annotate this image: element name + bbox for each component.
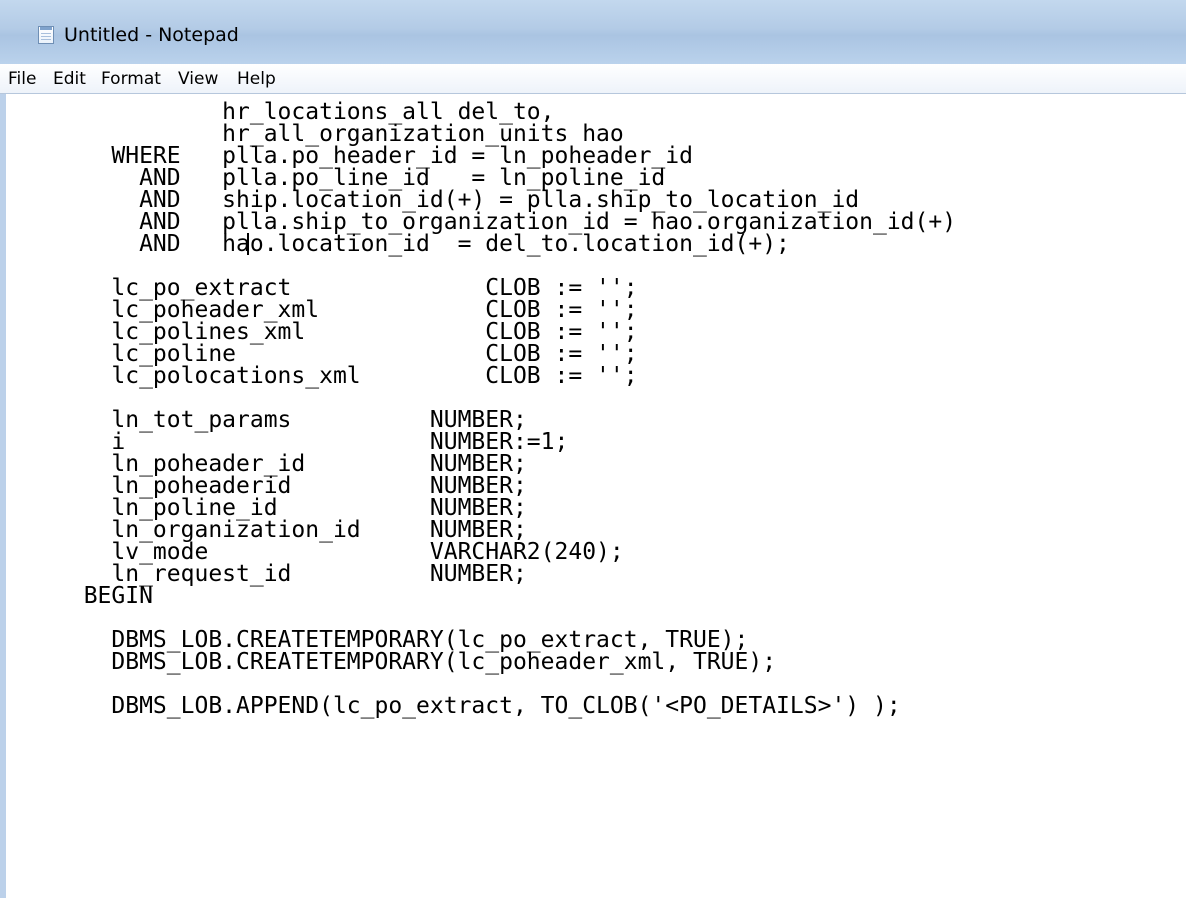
- code-line: lv_mode VARCHAR2(240);: [56, 539, 624, 565]
- code-line: ln_request_id NUMBER;: [56, 561, 527, 587]
- code-line: hr_locations_all del_to,: [56, 99, 555, 125]
- code-line: AND plla.ship_to_organization_id = hao.o…: [56, 209, 957, 235]
- code-line: BEGIN: [56, 583, 153, 609]
- code-line: i NUMBER:=1;: [56, 429, 569, 455]
- code-line: AND ship.location_id(+) = plla.ship_to_l…: [56, 187, 860, 213]
- notepad-icon-line: [41, 39, 51, 40]
- notepad-icon-line: [41, 36, 51, 37]
- menu-format[interactable]: Format: [101, 69, 161, 89]
- code-line: ln_organization_id NUMBER;: [56, 517, 527, 543]
- code-line: AND hao.location_id = del_to.location_id…: [56, 231, 790, 257]
- code-line: lc_poline CLOB := '';: [56, 341, 638, 367]
- code-line: lc_polocations_xml CLOB := '';: [56, 363, 638, 389]
- code-line: ln_poheaderid NUMBER;: [56, 473, 527, 499]
- notepad-icon-line: [41, 33, 51, 34]
- code-line: hr_all_organization_units hao: [56, 121, 624, 147]
- notepad-icon-binding: [40, 27, 52, 30]
- code-line: WHERE plla.po_header_id = ln_poheader_id: [56, 143, 693, 169]
- window-title: Untitled - Notepad: [64, 24, 239, 46]
- code-line: AND plla.po_line_id = ln_poline_id: [56, 165, 666, 191]
- code-line: ln_poheader_id NUMBER;: [56, 451, 527, 477]
- code-line: lc_polines_xml CLOB := '';: [56, 319, 638, 345]
- code-line: DBMS_LOB.CREATETEMPORARY(lc_poheader_xml…: [56, 649, 777, 675]
- text-editor[interactable]: hr_locations_all del_to, hr_all_organiza…: [0, 94, 1186, 898]
- code-line: ln_poline_id NUMBER;: [56, 495, 527, 521]
- code-line: lc_poheader_xml CLOB := '';: [56, 297, 638, 323]
- code-line: ln_tot_params NUMBER;: [56, 407, 527, 433]
- title-bar[interactable]: Untitled - Notepad: [0, 0, 1186, 64]
- code-line: DBMS_LOB.APPEND(lc_po_extract, TO_CLOB('…: [56, 693, 901, 719]
- menu-view[interactable]: View: [178, 69, 219, 89]
- code-text[interactable]: hr_locations_all del_to, hr_all_organiza…: [6, 94, 1186, 898]
- text-caret: [247, 233, 249, 255]
- notepad-icon[interactable]: [38, 26, 54, 44]
- menu-bar: File Edit Format View Help: [0, 64, 1186, 94]
- code-line: DBMS_LOB.CREATETEMPORARY(lc_po_extract, …: [56, 627, 749, 653]
- menu-help[interactable]: Help: [237, 69, 276, 89]
- code-line: lc_po_extract CLOB := '';: [56, 275, 638, 301]
- menu-file[interactable]: File: [8, 69, 37, 89]
- menu-edit[interactable]: Edit: [53, 69, 86, 89]
